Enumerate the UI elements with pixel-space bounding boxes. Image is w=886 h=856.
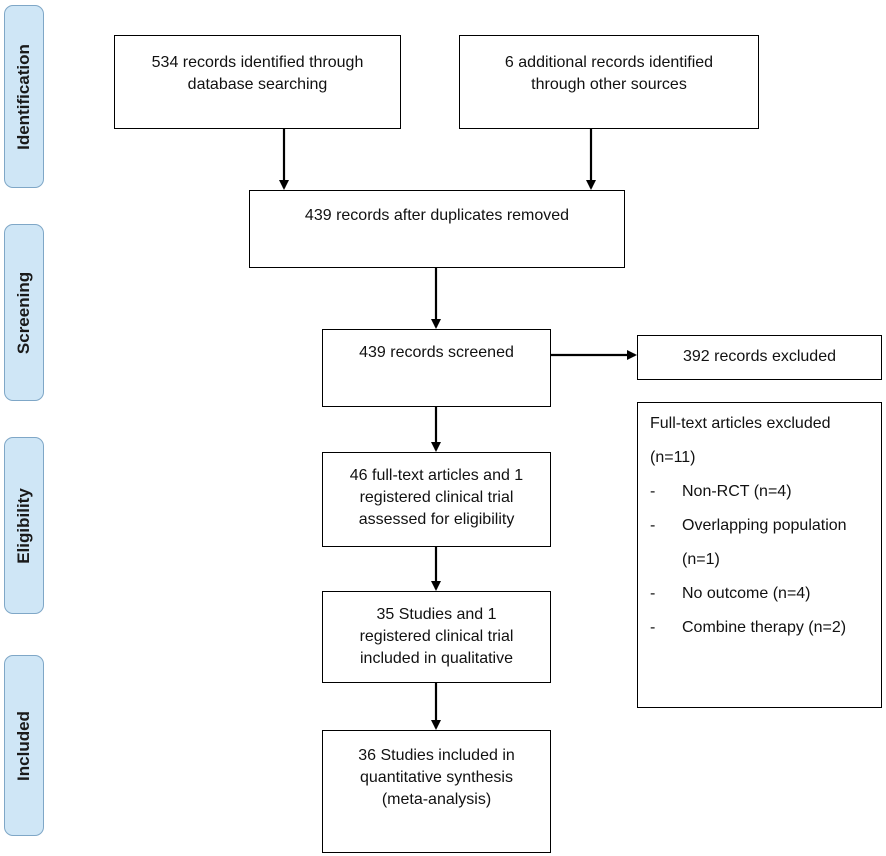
box-fulltext-assessed-text: 46 full-text articles and 1 registered c…: [349, 467, 524, 528]
box-after-duplicates-text: 439 records after duplicates removed: [304, 207, 570, 224]
exclusion-reason-text: No outcome (n=4): [682, 585, 811, 602]
box-fulltext-excluded: Full-text articles excluded (n=11) - Non…: [637, 402, 882, 708]
box-records-screened-text: 439 records screened: [359, 344, 514, 361]
box-other-sources: 6 additional records identified through …: [459, 35, 759, 129]
exclusion-reason-item: - Overlapping population (n=1): [650, 509, 871, 577]
exclusion-reason-text: Overlapping population (n=1): [682, 517, 847, 568]
box-records-excluded-text: 392 records excluded: [683, 348, 836, 365]
phase-eligibility: Eligibility: [4, 437, 44, 614]
fulltext-excluded-count: (n=11): [650, 449, 696, 466]
list-dash: -: [650, 619, 656, 636]
box-included-quantitative-text: 36 Studies included in quantitative synt…: [358, 747, 515, 808]
phase-included: Included: [4, 655, 44, 836]
box-included-quantitative: 36 Studies included in quantitative synt…: [322, 730, 551, 853]
list-dash: -: [650, 483, 656, 500]
box-included-qualitative: 35 Studies and 1 registered clinical tri…: [322, 591, 551, 683]
exclusion-reason-item: - No outcome (n=4): [650, 577, 871, 611]
exclusion-reason-item: - Non-RCT (n=4): [650, 475, 871, 509]
box-records-screened: 439 records screened: [322, 329, 551, 407]
box-database-searching: 534 records identified through database …: [114, 35, 401, 129]
box-database-searching-text: 534 records identified through database …: [151, 54, 364, 93]
box-included-qualitative-text: 35 Studies and 1 registered clinical tri…: [359, 606, 514, 667]
box-fulltext-assessed: 46 full-text articles and 1 registered c…: [322, 452, 551, 547]
exclusion-reason-text: Non-RCT (n=4): [682, 483, 792, 500]
box-records-excluded: 392 records excluded: [637, 335, 882, 380]
box-other-sources-text: 6 additional records identified through …: [504, 54, 714, 93]
exclusion-reason-item: - Combine therapy (n=2): [650, 611, 871, 645]
exclusion-reasons-list: - Non-RCT (n=4) - Overlapping population…: [650, 475, 871, 645]
list-dash: -: [650, 585, 656, 602]
list-dash: -: [650, 517, 656, 534]
fulltext-excluded-title: Full-text articles excluded: [650, 415, 831, 432]
exclusion-reason-text: Combine therapy (n=2): [682, 619, 847, 636]
box-after-duplicates: 439 records after duplicates removed: [249, 190, 625, 268]
phase-identification: Identification: [4, 5, 44, 188]
phase-screening: Screening: [4, 224, 44, 401]
